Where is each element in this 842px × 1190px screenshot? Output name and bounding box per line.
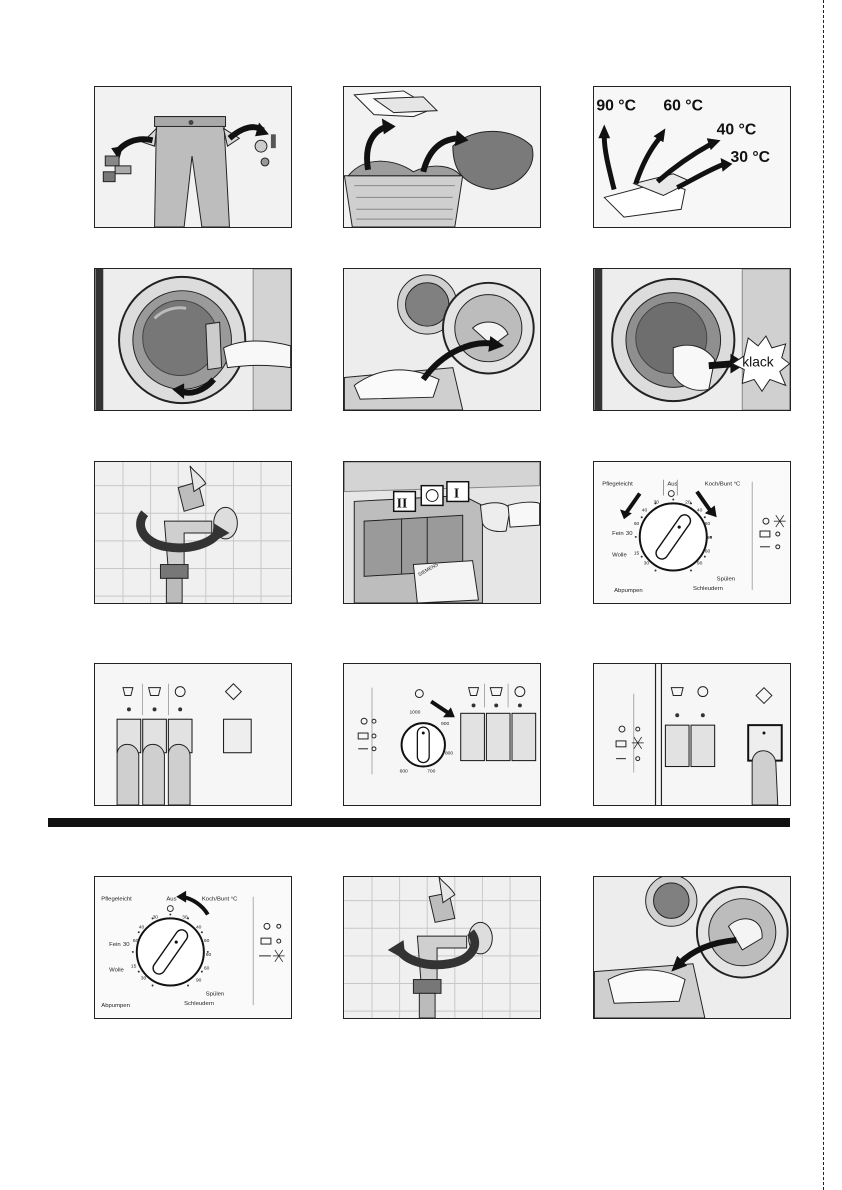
panel-detergent: SIEMENS II I [343,461,541,604]
fein-temp-2: 30 [123,942,130,948]
temp-30: 30 °C [730,149,770,166]
prog-abpumpen: Abpumpen [614,588,643,594]
close-tap-illustration [344,877,540,1018]
panel-temperatures: 90 °C 60 °C 40 °C 30 °C [593,86,791,228]
svg-text:30: 30 [153,914,159,920]
svg-text:90: 90 [206,952,212,958]
programme-dial-illustration: Pflegeleicht Aus Koch/Bunt °C Fein 30 Wo… [594,462,790,603]
svg-text:60: 60 [133,938,139,944]
panel-close-tap [343,876,541,1019]
svg-text:90: 90 [697,561,703,567]
svg-text:60: 60 [705,521,711,527]
temp-40: 40 °C [717,121,757,138]
detergent-drawer-illustration: SIEMENS II I [344,462,540,603]
svg-text:40: 40 [196,924,202,930]
prog-fein-2: Fein [109,942,121,948]
prog-koch-bunt: Koch/Bunt °C [705,482,741,488]
fein-temp: 30 [626,531,633,537]
prog-wolle-2: Wolle [109,968,124,974]
svg-text:30: 30 [654,499,660,505]
panel-open-door [94,268,292,411]
panel-press-start [593,663,791,806]
sort-laundry-illustration [344,87,540,227]
softener-icon [425,489,439,502]
empty-pockets-illustration [95,87,291,227]
panel-empty-pockets [94,86,292,228]
prog-spuelen-2: Spülen [206,991,224,997]
svg-text:60: 60 [634,521,640,527]
speed-900: 900 [441,721,449,727]
svg-text:30: 30 [141,976,147,982]
panel-option-buttons [94,663,292,806]
prog-wolle: Wolle [612,553,627,559]
panel-load-laundry [343,268,541,411]
spin-dial-illustration: 1000 900 800 700 600 [344,664,540,805]
svg-text:30: 30 [182,914,188,920]
dial-knob [655,514,692,560]
blinking-led-icon [773,515,786,528]
panel-sort-laundry [343,86,541,228]
svg-text:40: 40 [139,924,145,930]
unload-laundry-illustration [594,877,790,1018]
drum-icon [759,530,771,538]
panel-dial-off: Pflegeleicht Aus Koch/Bunt °C Fein 30 Wo… [94,876,292,1019]
panel-open-tap [94,461,292,604]
temperature-illustration: 90 °C 60 °C 40 °C 30 °C [594,87,790,227]
compartment-two: II [397,495,408,510]
prog-abpumpen-2: Abpumpen [101,1003,130,1009]
option-buttons-illustration [95,664,291,805]
speed-600: 600 [400,768,408,774]
prog-koch-bunt-2: Koch/Bunt °C [202,897,238,903]
svg-text:60: 60 [204,966,210,972]
prewash-icon [122,687,134,697]
svg-text:60: 60 [705,549,711,555]
compartment-one: I [454,485,459,500]
start-icon [224,683,243,701]
spin-icon [174,686,186,698]
speed-800: 800 [445,751,453,757]
svg-text:60: 60 [204,938,210,944]
spin-speed-icon [414,689,424,699]
svg-text:40: 40 [697,507,703,513]
rinse-icon [147,687,162,697]
speed-1000: 1000 [409,709,420,715]
prog-fein: Fein [612,531,624,537]
svg-text:15: 15 [634,551,640,557]
prog-aus-2: Aus [166,897,176,903]
open-door-illustration [95,269,291,410]
start-button[interactable] [223,718,252,754]
off-indicator-icon [667,490,675,498]
prog-schleudern-2: Schleudern [184,1001,214,1007]
temp-60: 60 °C [663,98,703,115]
cut-line [823,0,824,1190]
svg-text:30: 30 [644,561,650,567]
prog-pflegeleicht-2: Pflegeleicht [101,897,132,903]
svg-text:90: 90 [707,535,713,541]
temp-90: 90 °C [596,98,636,115]
section-divider [48,818,790,827]
svg-text:20: 20 [685,499,691,505]
prog-pflegeleicht: Pflegeleicht [602,482,633,488]
panel-close-door: klack [593,268,791,411]
speed-700: 700 [427,768,435,774]
prog-aus: Aus [667,482,677,488]
panel-programme-dial: Pflegeleicht Aus Koch/Bunt °C Fein 30 Wo… [593,461,791,604]
load-laundry-illustration [344,269,540,410]
press-start-illustration [594,664,790,805]
prog-schleudern: Schleudern [693,586,723,592]
svg-text:90: 90 [196,978,202,984]
svg-text:15: 15 [131,964,137,970]
open-tap-illustration [95,462,291,603]
power-icon [762,517,770,525]
panel-spin-dial: 1000 900 800 700 600 [343,663,541,806]
klack-label: klack [742,355,774,370]
panel-unload-laundry [593,876,791,1019]
svg-text:40: 40 [642,507,648,513]
dial-off-illustration: Pflegeleicht Aus Koch/Bunt °C Fein 30 Wo… [95,877,291,1018]
prog-spuelen: Spülen [717,576,735,582]
close-door-illustration: klack [594,269,790,410]
